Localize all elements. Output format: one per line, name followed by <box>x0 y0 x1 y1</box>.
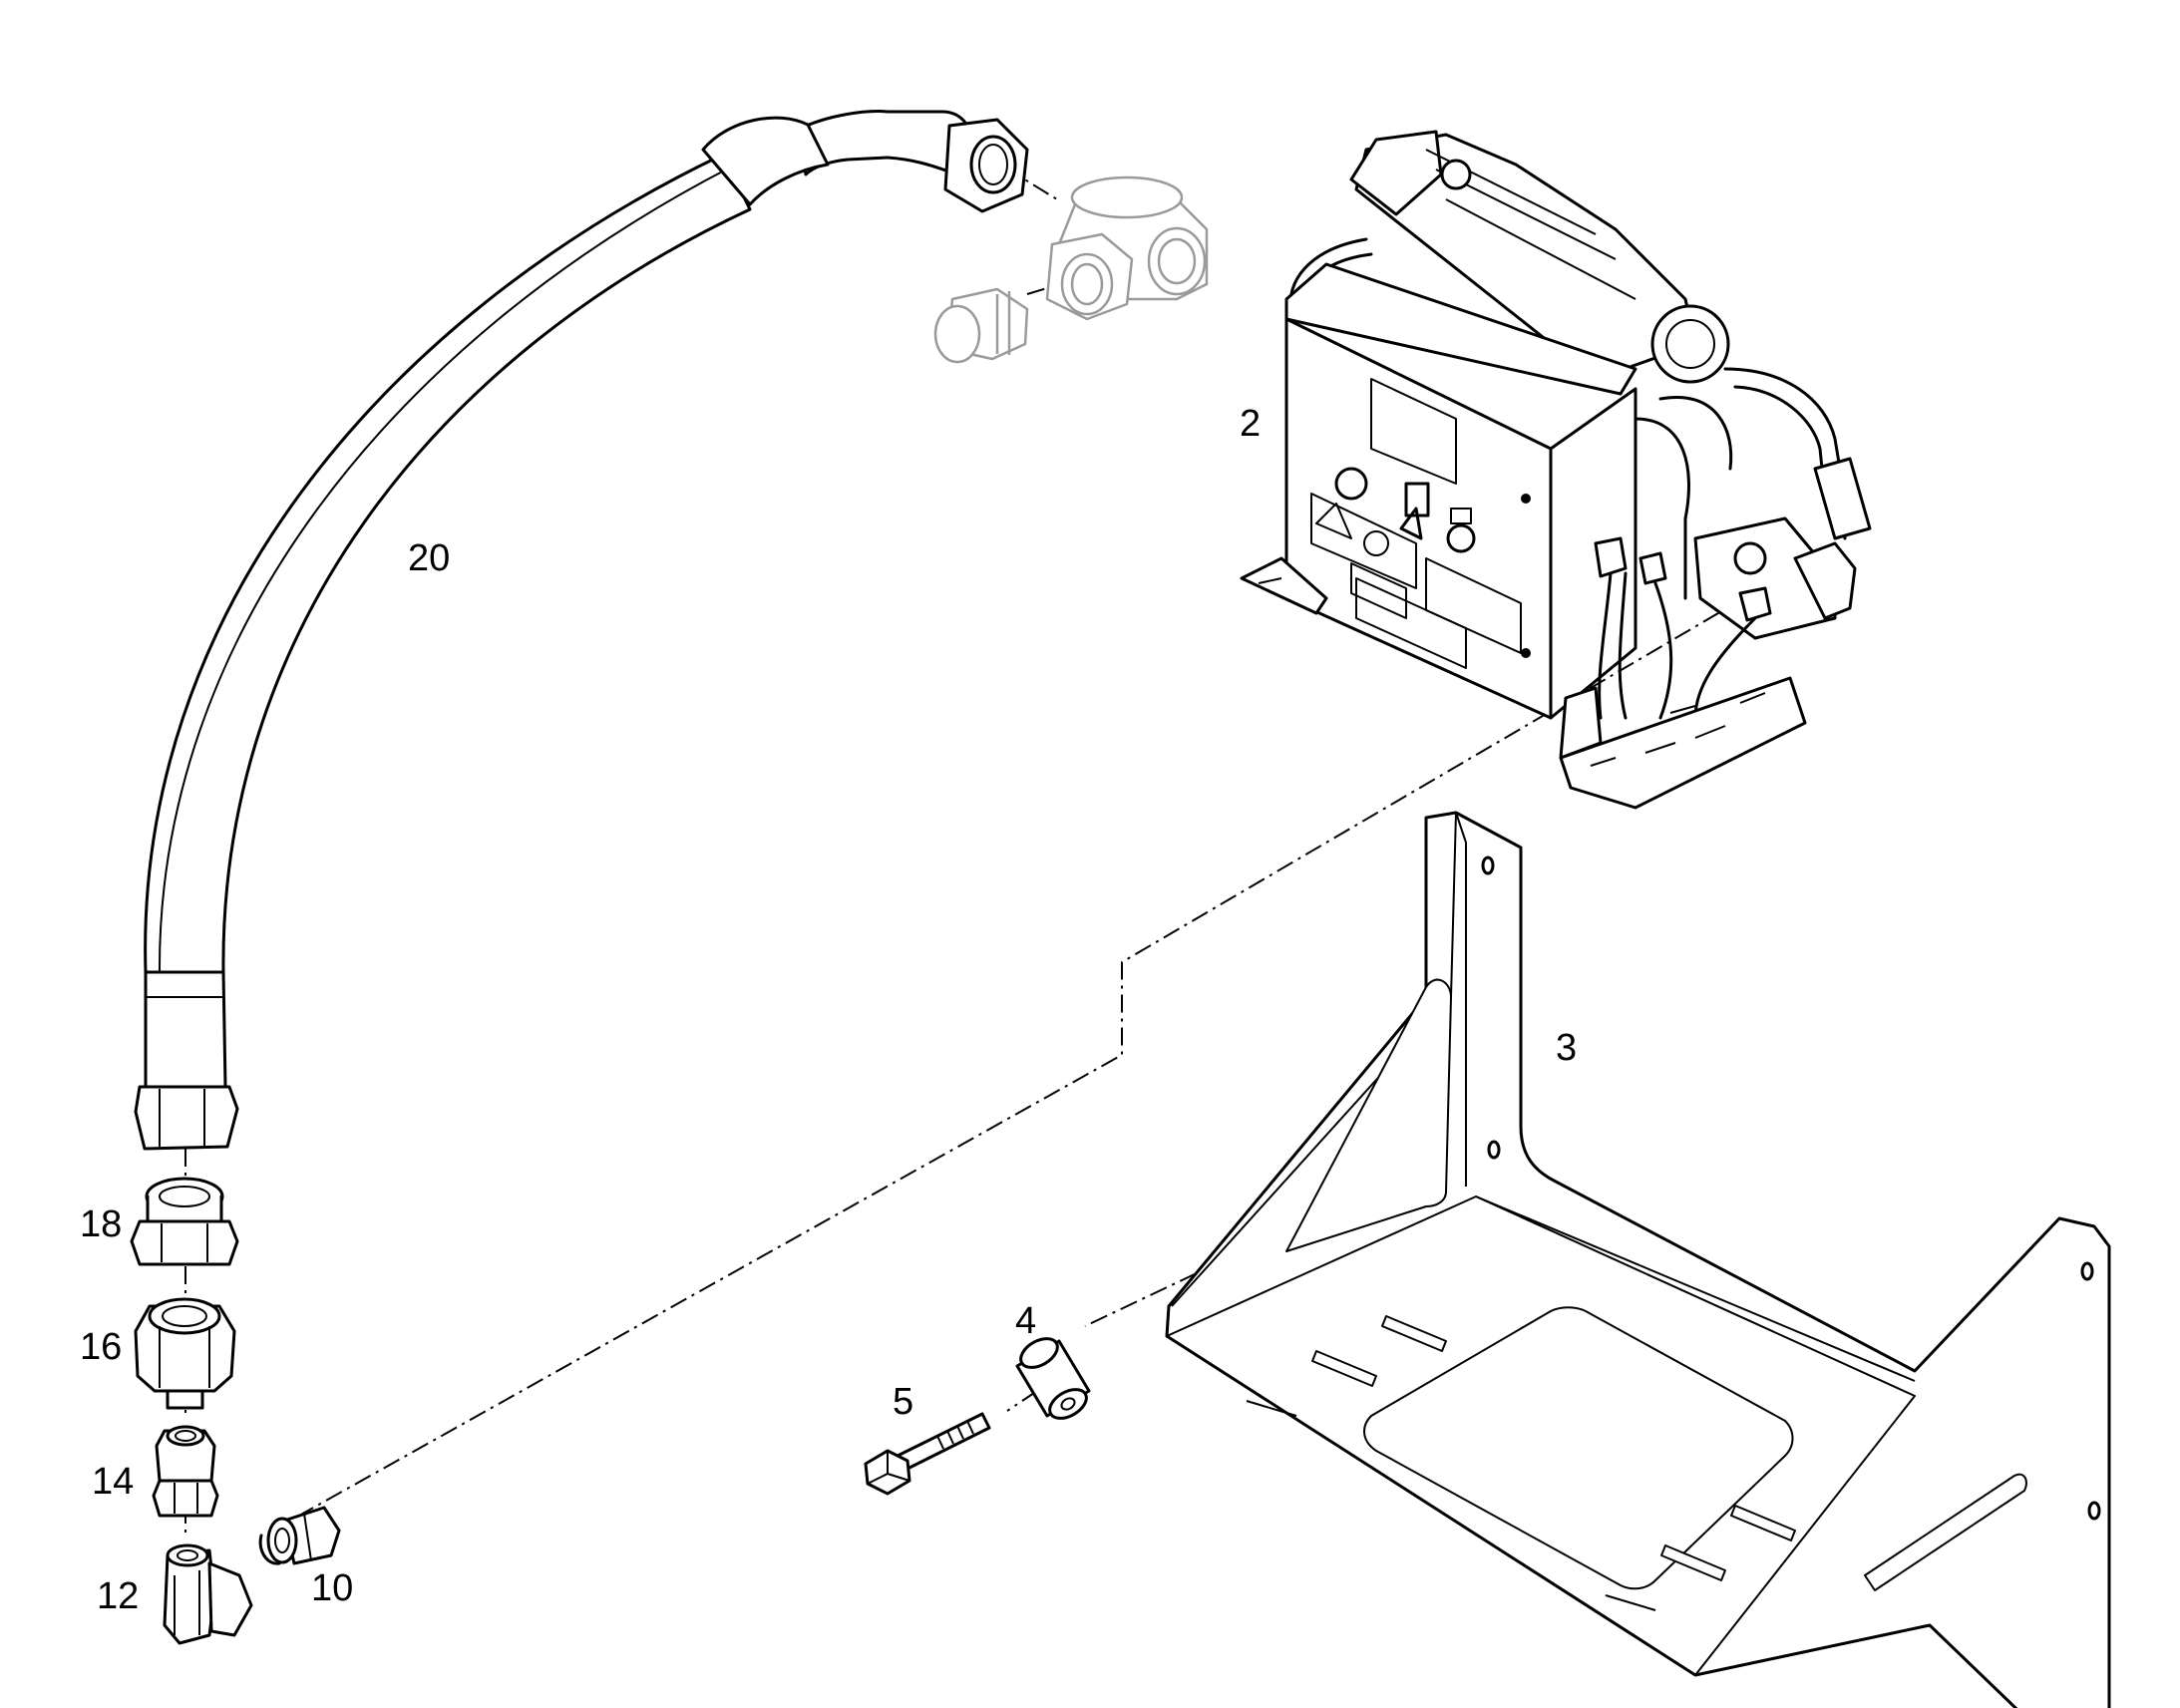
part-labels: 2 3 4 5 10 12 14 16 18 20 <box>80 403 1577 1617</box>
label-part-12: 12 <box>97 1575 139 1617</box>
label-part-10: 10 <box>311 1567 353 1609</box>
nipple-fitting <box>258 1506 341 1565</box>
pump-control-unit <box>1240 130 1872 810</box>
label-part-18: 18 <box>80 1203 122 1245</box>
wall-bracket <box>1165 811 2111 1708</box>
label-part-5: 5 <box>893 1381 913 1423</box>
label-part-2: 2 <box>1240 403 1261 445</box>
label-part-20: 20 <box>408 537 450 579</box>
label-part-3: 3 <box>1556 1027 1577 1069</box>
label-part-14: 14 <box>92 1461 134 1503</box>
label-part-4: 4 <box>1015 1300 1036 1342</box>
reducer-fitting <box>152 1425 219 1518</box>
ghost-tee-fitting <box>933 175 1209 364</box>
union-nut-fitting <box>134 1297 236 1410</box>
adapter-fitting <box>130 1177 239 1266</box>
spacer-sleeve <box>1015 1337 1091 1420</box>
elbow-fitting <box>163 1543 253 1645</box>
bolt <box>864 1412 991 1496</box>
hose-assembly <box>134 110 1029 1151</box>
label-part-16: 16 <box>80 1326 122 1368</box>
